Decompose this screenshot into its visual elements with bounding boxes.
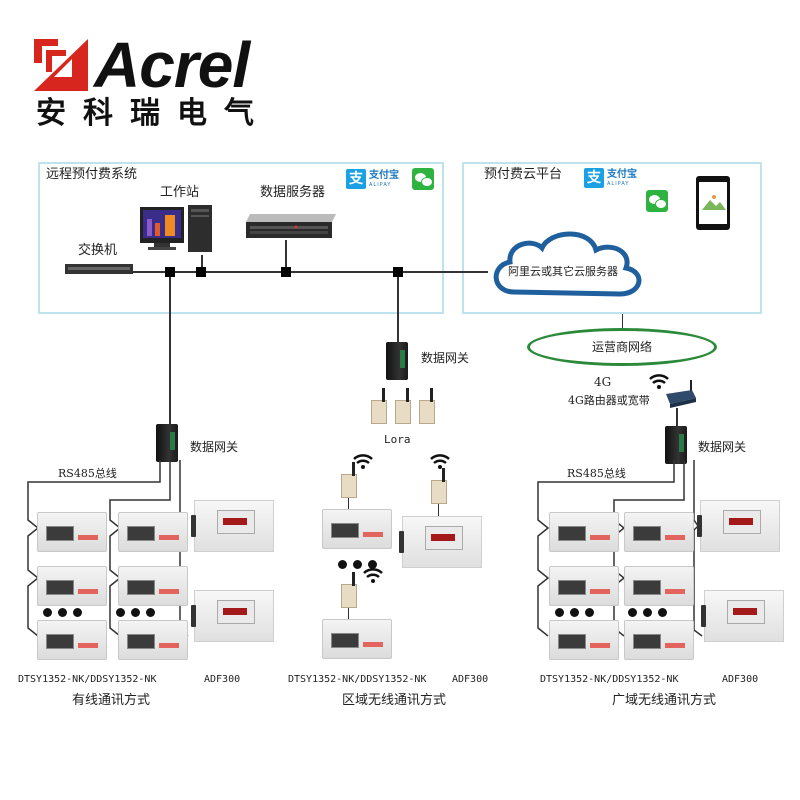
adf300-meter-device — [399, 516, 482, 568]
data-server-label: 数据服务器 — [260, 185, 326, 200]
lora-uplink-line — [397, 277, 399, 343]
lora-label: Lora — [384, 433, 411, 446]
more-meters-ellipsis — [116, 602, 161, 621]
alipay-label-en: ALIPAY — [607, 180, 630, 187]
remote-system-title: 远程预付费系统 — [46, 167, 138, 182]
network-switch-icon — [65, 264, 133, 274]
wechat-icon — [412, 168, 434, 190]
wide-wireless-mode-label: 广域无线通讯方式 — [612, 693, 717, 708]
lora-module-icon — [371, 388, 387, 424]
electric-meter-device — [118, 620, 188, 660]
electric-meter-device — [624, 566, 694, 606]
lora-module-icon — [341, 572, 357, 608]
lora-adf-link — [438, 504, 439, 516]
electric-meter-device — [37, 512, 107, 552]
data-server-icon — [246, 214, 336, 238]
wechat-icon — [646, 190, 668, 212]
backbone-node — [281, 267, 291, 277]
more-meters-ellipsis — [338, 554, 383, 573]
4g-router-icon — [666, 380, 696, 408]
lora-module-icon — [341, 462, 357, 498]
cloud-server-label: 阿里云或其它云服务器 — [508, 265, 618, 278]
adf300-meter-device — [191, 590, 274, 642]
wide-gateway-label: 数据网关 — [698, 440, 747, 454]
lora-module-icon — [395, 388, 411, 424]
cloud-platform-title: 预付费云平台 — [484, 167, 563, 182]
lora-meter-model-label: DTSY1352-NK/DDSY1352-NK — [288, 674, 427, 685]
electric-meter-device — [624, 620, 694, 660]
wifi-icon — [649, 374, 669, 389]
electric-meter-device — [37, 566, 107, 606]
router-to-gateway-line — [676, 408, 678, 428]
electric-meter-device — [118, 566, 188, 606]
lora-data-gateway-icon — [386, 342, 408, 380]
electric-meter-device — [322, 509, 392, 549]
alipay-label: 支付宝 — [369, 169, 399, 181]
brand-name: Acrel — [94, 29, 250, 101]
wired-gateway-label: 数据网关 — [190, 440, 239, 454]
wide-data-gateway-icon — [665, 426, 687, 464]
wired-adf-model-label: ADF300 — [204, 674, 241, 685]
carrier-network-ring — [527, 328, 717, 366]
carrier-network-label: 运营商网络 — [592, 340, 653, 354]
brand-name-cn: 安科瑞电气 — [36, 96, 271, 131]
wired-data-gateway-icon — [156, 424, 178, 462]
cloud-link-line — [443, 271, 488, 273]
workstation-label: 工作站 — [160, 185, 200, 200]
cloud-server-icon — [493, 231, 642, 297]
remote-prepaid-system-panel — [38, 162, 444, 314]
wifi-icon — [353, 454, 373, 469]
lora-module-icon — [431, 468, 447, 504]
4g-router-label: 4G路由器或宽带 — [568, 394, 650, 407]
lora-module-icon — [419, 388, 435, 424]
wifi-icon — [430, 454, 450, 469]
electric-meter-device — [118, 512, 188, 552]
lora-meter-link — [348, 498, 349, 510]
electric-meter-device — [624, 512, 694, 552]
server-drop-line — [285, 240, 287, 270]
wired-bus-label: RS485总线 — [58, 467, 117, 480]
wired-meter-model-label: DTSY1352-NK/DDSY1352-NK — [18, 674, 157, 685]
wired-mode-label: 有线通讯方式 — [72, 693, 151, 708]
lora-meter-link — [348, 608, 349, 620]
alipay-label: 支付宝 — [607, 168, 637, 180]
switch-label: 交换机 — [78, 243, 118, 258]
adf300-meter-device — [697, 500, 780, 552]
backbone-node — [165, 267, 175, 277]
more-meters-ellipsis — [555, 602, 600, 621]
more-meters-ellipsis — [628, 602, 673, 621]
electric-meter-device — [549, 566, 619, 606]
4g-label: 4G — [594, 375, 612, 389]
alipay-icon: 支 — [584, 168, 604, 188]
electric-meter-device — [37, 620, 107, 660]
alipay-logo: 支 支付宝 ALIPAY — [584, 168, 637, 188]
workstation-drop-line — [201, 255, 203, 271]
lora-gateway-label: 数据网关 — [421, 351, 470, 365]
wide-adf-model-label: ADF300 — [722, 674, 759, 685]
backbone-node — [196, 267, 206, 277]
cloud-to-carrier-line — [622, 314, 623, 328]
wide-bus-label: RS485总线 — [567, 467, 626, 480]
electric-meter-device — [322, 619, 392, 659]
acrel-logo-mark-icon — [34, 39, 88, 91]
adf300-meter-device — [701, 590, 784, 642]
electric-meter-device — [549, 620, 619, 660]
workstation-computer-icon — [140, 205, 212, 252]
tablet-icon — [696, 176, 730, 230]
area-wireless-mode-label: 区域无线通讯方式 — [342, 693, 447, 708]
adf300-meter-device — [191, 500, 274, 552]
brand-logo: Acrel 安科瑞电气 — [34, 33, 304, 132]
alipay-label-en: ALIPAY — [369, 181, 392, 188]
backbone-node — [393, 267, 403, 277]
wide-meter-model-label: DTSY1352-NK/DDSY1352-NK — [540, 674, 679, 685]
alipay-icon: 支 — [346, 169, 366, 189]
wired-uplink-line — [169, 277, 171, 425]
wifi-icon — [363, 568, 383, 583]
more-meters-ellipsis — [43, 602, 88, 621]
lora-adf-model-label: ADF300 — [452, 674, 489, 685]
electric-meter-device — [549, 512, 619, 552]
alipay-logo: 支 支付宝 ALIPAY — [346, 169, 399, 189]
